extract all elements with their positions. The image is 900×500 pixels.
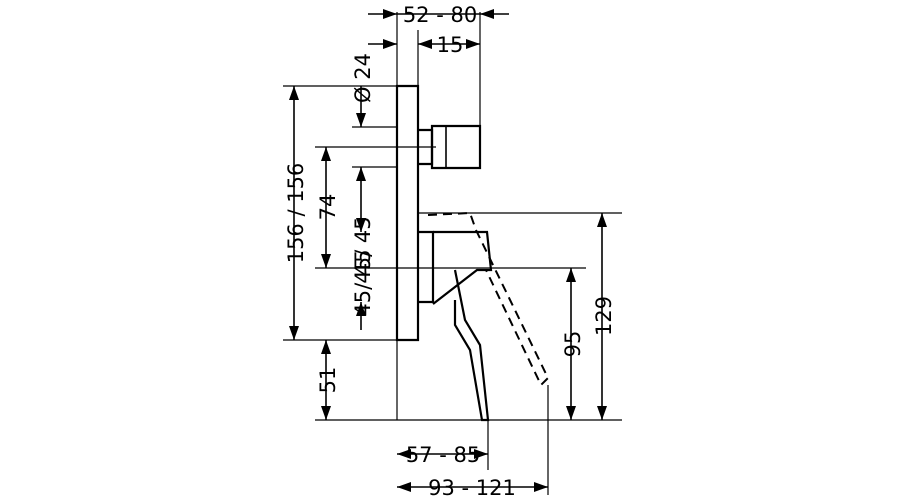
dim-diameter: Ø 24	[351, 53, 375, 103]
handle-base	[418, 230, 435, 304]
dimension-lines	[289, 9, 607, 492]
handle-lever-lower	[453, 269, 490, 422]
dim-depth-total: 93 - 121	[428, 476, 516, 500]
dim-top-offset: 15	[437, 33, 464, 57]
dim-handle-height: 95	[561, 331, 585, 358]
dimension-labels: 52 - 80 15 Ø 24 156 / 156 74 45/ 45 45/ …	[284, 3, 616, 500]
wall-plate	[395, 84, 420, 342]
dim-handle-total-height: 129	[592, 296, 616, 336]
product-outline	[395, 84, 550, 422]
dim-depth-lower: 57 - 85	[406, 443, 480, 467]
dim-spacing: 74	[316, 194, 340, 221]
dim-top-total: 52 - 80	[403, 3, 477, 27]
spout-body	[430, 124, 482, 170]
handle-lever	[432, 230, 493, 305]
dim-bottom-offset: 51	[316, 367, 340, 394]
dim-upper-offset: 45/ 45	[351, 216, 375, 283]
dim-lower-offset: 45/ 45	[351, 249, 375, 316]
extension-lines	[283, 12, 622, 495]
dim-height-total: 156 / 156	[284, 163, 308, 264]
